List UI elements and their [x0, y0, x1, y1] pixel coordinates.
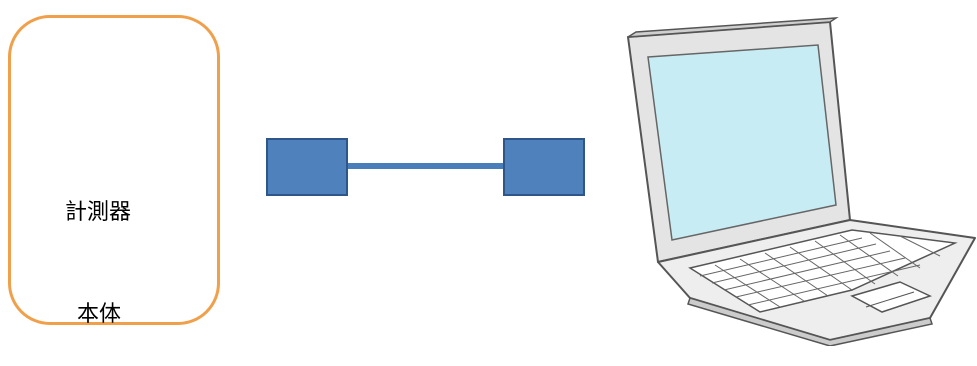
connection-cable [348, 163, 503, 169]
cable-connector-right [503, 138, 585, 196]
laptop-lid-edge [627, 17, 839, 38]
measuring-device-label: 計測器 本体 [65, 128, 131, 366]
device-label-line1: 計測器 [65, 200, 132, 225]
cable-connector-left [266, 138, 348, 196]
laptop-base-front [687, 297, 933, 346]
measuring-device-box [8, 15, 220, 325]
laptop-screen [647, 44, 837, 241]
keyboard-key-lines [699, 232, 941, 308]
device-label-line2: 本体 [77, 302, 122, 327]
laptop-computer-icon [627, 17, 976, 346]
laptop-touchpad [850, 281, 933, 313]
